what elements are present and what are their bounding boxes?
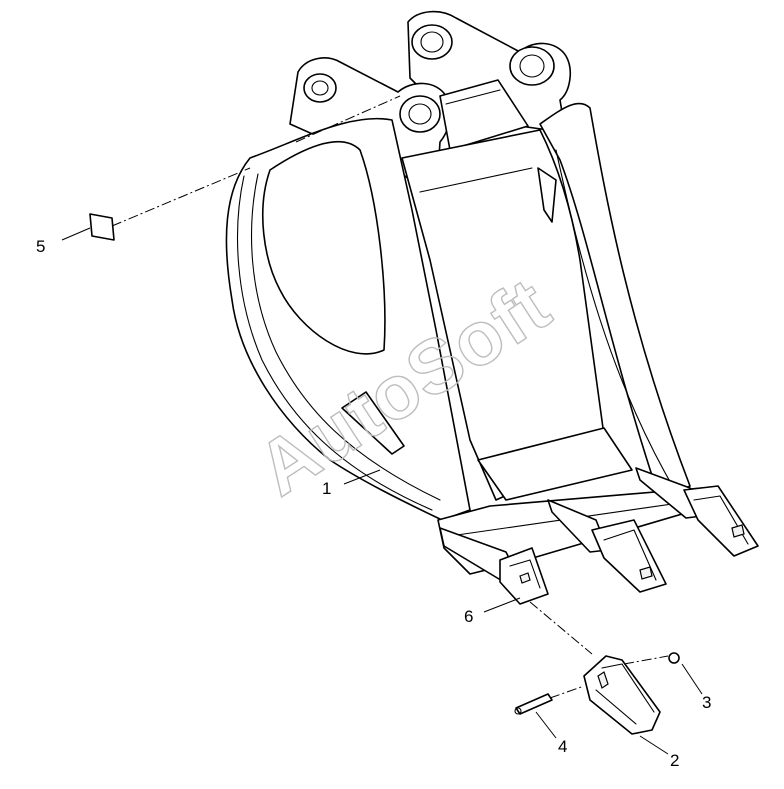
callout-2: 2 [670,751,679,770]
callout-1: 1 [322,479,331,498]
tooth-right [635,467,759,557]
callout-4: 4 [558,737,567,756]
tooth-pin [515,693,553,715]
leader-lines [61,227,703,755]
callout-5: 5 [36,237,45,256]
tooth-left [439,527,549,605]
callout-numbers: 5 1 6 2 3 4 [36,237,711,770]
callout-6: 6 [464,607,473,626]
decal-label [89,213,115,241]
bucket-body [225,102,717,575]
tooth-middle [547,499,667,593]
tooth-assemblies [439,467,759,605]
mounting-bracket [289,10,572,181]
assembly-lines [111,95,669,699]
exploded-tooth [514,652,680,735]
retainer-ring [668,652,680,664]
callout-3: 3 [702,693,711,712]
